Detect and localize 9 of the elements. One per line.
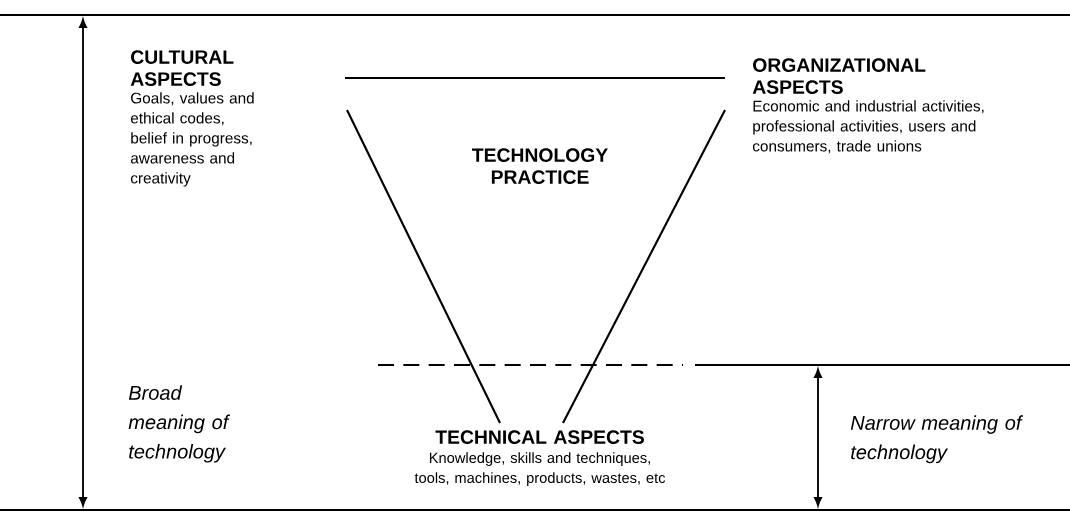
section-heading: CULTURAL ASPECTS: [130, 50, 234, 86]
description-text: Knowledge, skills and techniques, tools, machines, products, wastes, etc: [414, 452, 666, 486]
scope-label: Narrow meaning of technology: [850, 415, 1024, 464]
section-heading: TECHNICAL ASPECTS: [435, 430, 644, 444]
scope-label: Broad meaning of technology: [128, 385, 231, 463]
description-text: Goals, values and ethical codes, belief in progress, awareness and creativity: [130, 92, 254, 187]
description-text: Economic and industrial activities, professional activities, users and consumers, trade unions: [752, 100, 984, 154]
triangle-label: TECHNOLOGY PRACTICE: [472, 148, 608, 184]
section-heading: ORGANIZATIONAL ASPECTS: [752, 58, 926, 94]
